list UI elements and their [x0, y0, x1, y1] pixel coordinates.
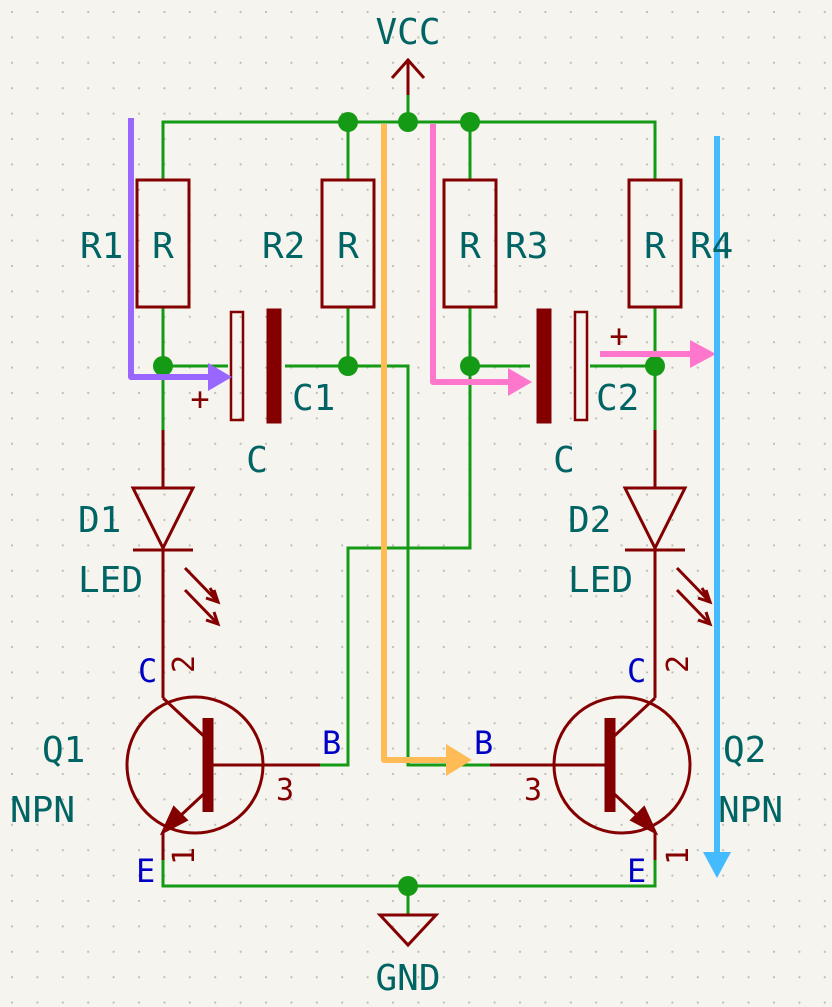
junction-dot — [338, 112, 358, 132]
q1-body — [125, 675, 320, 860]
q2-pin-2-number: 2 — [661, 655, 696, 673]
junction-dot — [645, 356, 665, 376]
r3-value-label: R — [459, 226, 481, 267]
c2-to-q1-base-wire — [320, 366, 472, 767]
q1-pin-3-number: 3 — [276, 773, 294, 808]
r1-ref-label: R1 — [80, 226, 123, 267]
r2-value-label: R — [337, 226, 359, 267]
r4-body — [627, 178, 683, 309]
d2-body — [622, 430, 713, 675]
junctions — [153, 112, 665, 896]
q1-value-label: NPN — [10, 790, 75, 831]
q1-pin-c-label: C — [138, 652, 157, 690]
junction-dot — [398, 876, 418, 896]
q2-body — [490, 675, 692, 860]
c1-value-label: C — [246, 440, 268, 481]
c1-plus-mark: + — [190, 380, 209, 418]
d2-ref-label: D2 — [568, 500, 611, 541]
r4-value-label: R — [644, 226, 666, 267]
d1-ref-label: D1 — [78, 500, 121, 541]
q2-ref-label: Q2 — [723, 730, 766, 771]
q2-pin-e-label: E — [627, 852, 646, 890]
c2-plus-mark: + — [609, 317, 628, 355]
r2-ref-label: R2 — [262, 226, 305, 267]
annotation-arrows — [128, 118, 731, 878]
c2-body — [536, 308, 589, 424]
r1-body — [135, 178, 191, 309]
c1-body — [229, 308, 282, 424]
q2-pin-1-number: 1 — [661, 847, 696, 865]
junction-dot — [398, 112, 418, 132]
c2-ref-label: C2 — [596, 378, 639, 419]
r2-body — [320, 178, 376, 309]
vcc-label: VCC — [375, 12, 440, 53]
vcc-symbol — [390, 57, 426, 95]
d1-body — [130, 430, 221, 675]
junction-dot — [153, 356, 173, 376]
q1-ref-label: Q1 — [42, 730, 85, 771]
q1-pin-e-label: E — [136, 852, 155, 890]
q2-value-label: NPN — [718, 790, 783, 831]
pink-arrow — [430, 124, 716, 396]
d2-value-label: LED — [568, 560, 633, 601]
d1-value-label: LED — [78, 560, 143, 601]
q1-pin-2-number: 2 — [167, 655, 202, 673]
junction-dot — [338, 356, 358, 376]
r1-value-label: R — [152, 226, 174, 267]
q2-pin-3-number: 3 — [524, 773, 542, 808]
r4-ref-label: R4 — [690, 226, 733, 267]
purple-arrow — [128, 118, 232, 391]
r3-body — [442, 178, 498, 309]
gnd-label: GND — [375, 958, 440, 999]
junction-dot — [460, 112, 480, 132]
q1-pin-b-label: B — [322, 724, 341, 762]
q2-pin-c-label: C — [627, 652, 646, 690]
r3-ref-label: R3 — [505, 226, 548, 267]
c2-value-label: C — [553, 440, 575, 481]
gnd-symbol — [376, 913, 440, 948]
c1-ref-label: C1 — [292, 378, 335, 419]
junction-dot — [460, 356, 480, 376]
blue-arrow — [703, 136, 731, 878]
q2-pin-b-label: B — [474, 724, 493, 762]
components — [125, 57, 713, 948]
q1-pin-1-number: 1 — [167, 847, 202, 865]
orange-arrow — [381, 124, 472, 776]
